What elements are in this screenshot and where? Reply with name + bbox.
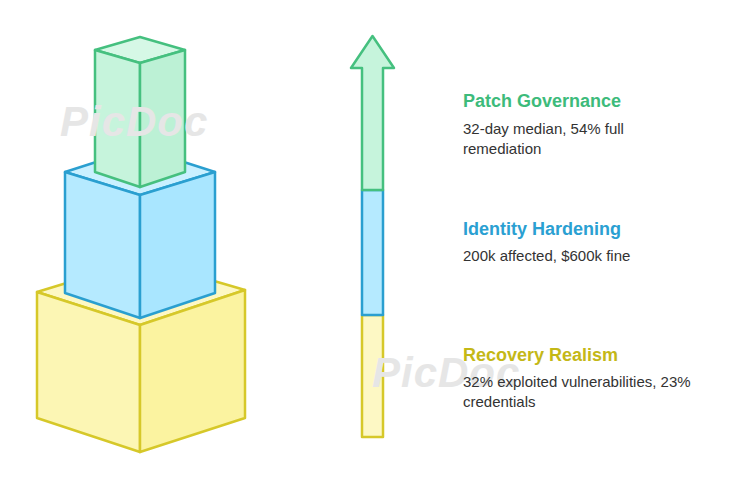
layer-heading: Patch Governance xyxy=(463,90,621,113)
layer-heading: Recovery Realism xyxy=(463,344,618,367)
layer-detail: 32-day median, 54% full remediation xyxy=(463,119,678,158)
layer-heading: Identity Hardening xyxy=(463,218,621,241)
layer-detail: 32% exploited vulnerabilities, 23% crede… xyxy=(463,372,718,411)
watermark: PicDoc xyxy=(60,95,208,150)
layer-detail: 200k affected, $600k fine xyxy=(463,246,723,266)
